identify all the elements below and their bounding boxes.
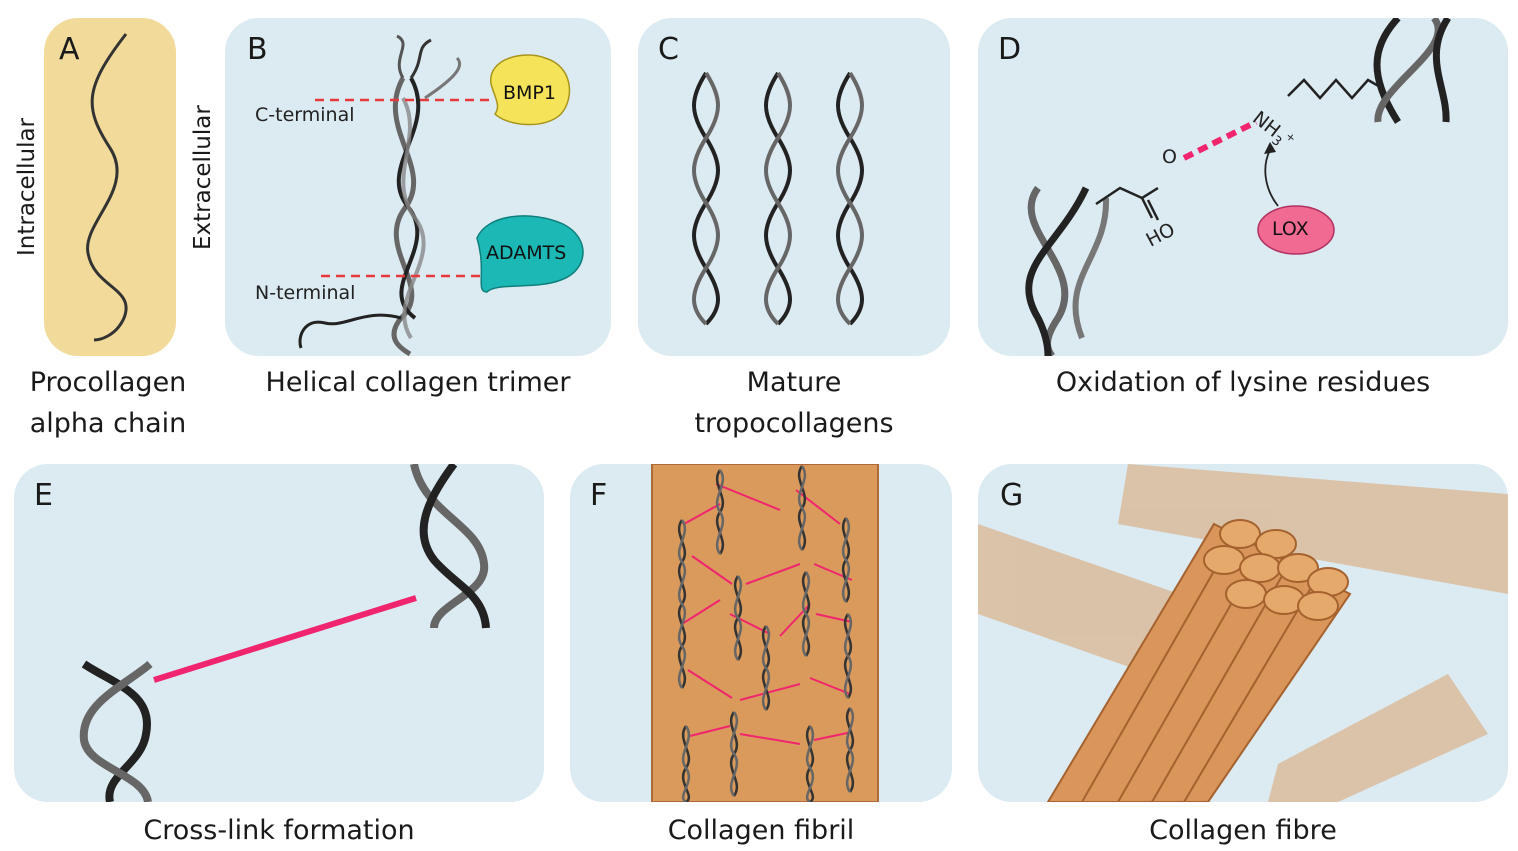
helix-e-top-black — [419, 464, 490, 629]
fibre-drawing — [978, 464, 1508, 802]
trimer-drawing — [298, 34, 584, 356]
lox-enzyme — [1257, 205, 1335, 255]
helix-bottom-left-gray — [1027, 185, 1069, 356]
trimer-top-tail-3 — [424, 56, 462, 100]
lysine-side-chain — [1287, 78, 1383, 100]
panel-g: G — [978, 464, 1508, 802]
panel-e-caption: Cross-link formation — [143, 815, 415, 846]
panel-a-caption-line2: alpha chain — [29, 408, 187, 439]
panel-a-caption: Procollagen alpha chain — [18, 362, 198, 444]
crosslink-bond — [153, 595, 417, 683]
oxidation-link — [1182, 119, 1258, 161]
carboxyl-bond — [1095, 186, 1159, 206]
procollagen-chain-drawing — [86, 33, 128, 342]
helix-top-right-black — [1373, 18, 1401, 124]
fibril-helices — [677, 465, 855, 802]
fibril-drawing — [651, 464, 879, 802]
carbonyl-oxygen-label: O — [1162, 146, 1177, 168]
carbonyl-bond-1 — [1140, 197, 1154, 219]
helix-top-right-gray — [1374, 18, 1442, 123]
adamts-enzyme — [476, 215, 584, 293]
panel-d-caption: Oxidation of lysine residues — [1055, 367, 1431, 398]
trimer-bottom-tail — [298, 313, 402, 349]
c-terminal-label: C-terminal — [255, 104, 355, 126]
panel-g-letter: G — [1000, 478, 1024, 513]
tropocollagen-3 — [836, 71, 864, 326]
tropocollagen-drawing — [692, 71, 864, 326]
lysine-oxidation-drawing — [1025, 18, 1451, 356]
crosslink-drawing — [79, 464, 490, 802]
lox-arrow-head — [1264, 142, 1276, 154]
helix-top-right-black2 — [1432, 18, 1451, 123]
helix-bottom-left-gray2 — [1072, 197, 1110, 340]
panel-b: B C-terminal N-terminal BMP1 ADAMTS — [225, 18, 611, 356]
alpha-chain — [86, 33, 128, 342]
panel-e-letter: E — [34, 478, 53, 513]
panel-a-letter: A — [59, 32, 80, 67]
trimer-top-tail-1 — [396, 34, 405, 79]
panel-f-caption: Collagen fibril — [667, 815, 855, 846]
panel-g-caption: Collagen fibre — [1149, 815, 1337, 846]
fibre-bundle — [1046, 519, 1352, 802]
helix-e-bottom-gray — [79, 660, 153, 802]
tropocollagen-1 — [692, 71, 720, 326]
lox-arrow — [1264, 149, 1279, 207]
helix-bottom-left-black — [1025, 186, 1090, 356]
panel-b-caption: Helical collagen trimer — [265, 367, 571, 398]
panel-c-caption-line1: Mature — [746, 367, 842, 398]
panel-d-letter: D — [998, 32, 1022, 67]
panel-f-letter: F — [590, 478, 608, 513]
intracellular-label: Intracellular — [14, 117, 40, 257]
panel-b-letter: B — [247, 32, 268, 67]
panel-f: F — [570, 464, 952, 802]
panel-e: E — [14, 464, 544, 802]
panel-a-caption-line1: Procollagen — [29, 367, 187, 398]
bmp1-enzyme — [490, 54, 571, 126]
panel-a: A — [44, 18, 176, 356]
tropocollagen-2 — [764, 71, 792, 326]
trimer-strand-gray — [391, 76, 417, 356]
trimer-strand-gray2 — [401, 97, 426, 340]
panel-d: D O HO NH3+ LOX — [978, 18, 1508, 356]
panel-c-caption: Mature tropocollagens — [638, 362, 950, 444]
extracellular-label: Extracellular — [190, 105, 216, 250]
panel-c-caption-line2: tropocollagens — [694, 408, 894, 439]
lox-label: LOX — [1272, 218, 1309, 240]
carbonyl-bond-2 — [1146, 199, 1160, 221]
trimer-top-tail-2 — [409, 38, 432, 79]
fibril-body — [651, 464, 879, 802]
panel-c-letter: C — [658, 32, 679, 67]
adamts-label: ADAMTS — [486, 242, 567, 264]
bmp1-label: BMP1 — [503, 82, 556, 104]
panel-c: C — [638, 18, 950, 356]
n-terminal-label: N-terminal — [255, 282, 356, 304]
helix-e-bottom-black — [81, 660, 152, 802]
